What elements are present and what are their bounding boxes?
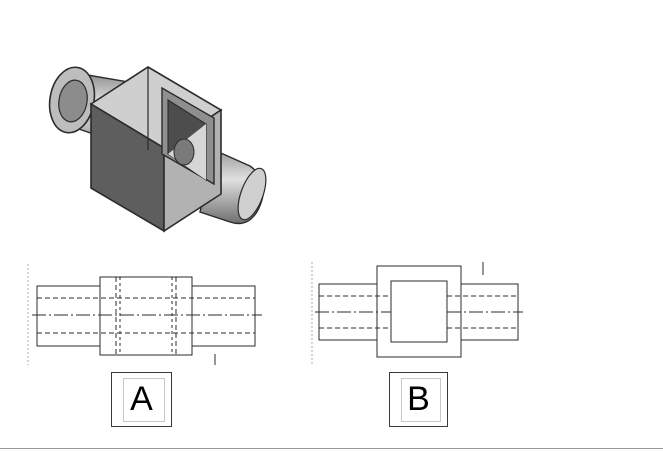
option-b-label: B — [407, 380, 430, 418]
bottom-divider — [0, 448, 663, 449]
option-a-inner-frame — [123, 378, 165, 422]
inner-bore — [173, 138, 195, 166]
cube-body — [89, 66, 223, 233]
option-a-label: A — [130, 380, 153, 418]
option-b-inner-frame — [401, 378, 441, 422]
option-b-box[interactable]: B — [389, 372, 448, 427]
option-a-box[interactable]: A — [111, 372, 172, 427]
